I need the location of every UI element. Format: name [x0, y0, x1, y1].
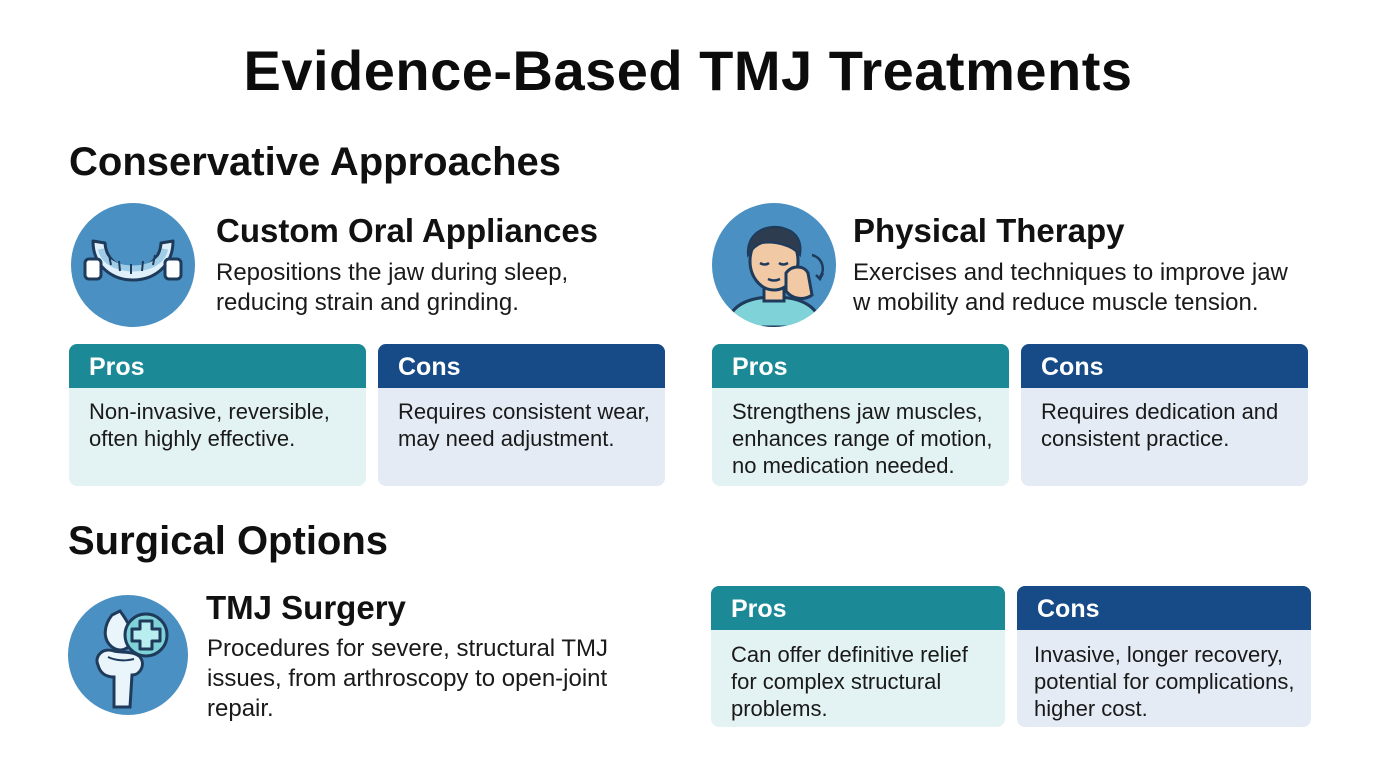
- pros-card-header: Pros: [712, 344, 1009, 388]
- cons-card-oral-appliances: Cons Requires consistent wear, may need …: [378, 344, 665, 486]
- desc-line: Procedures for severe, structural TMJ: [207, 635, 609, 662]
- treatment-name-tmj-surgery: TMJ Surgery: [206, 589, 406, 626]
- cons-card-body: Requires consistent wear, may need adjus…: [378, 388, 665, 452]
- desc-line: Repositions the jaw during sleep,: [216, 259, 569, 286]
- card-line: Invasive, longer recovery,: [1034, 642, 1284, 667]
- card-line: Requires consistent wear,: [398, 399, 650, 424]
- conservative-section-heading: Conservative Approaches: [69, 140, 562, 184]
- card-line: consistent practice.: [1041, 426, 1230, 451]
- card-line: Strengthens jaw muscles,: [732, 399, 983, 424]
- cons-card-body: Invasive, longer recovery, potential for…: [1017, 630, 1311, 722]
- treatment-desc-oral-appliances: Repositions the jaw during sleep, reduci…: [216, 258, 568, 318]
- treatment-name-oral-appliances: Custom Oral Appliances: [216, 212, 599, 249]
- desc-line: repair.: [207, 695, 274, 722]
- surgical-section-heading: Surgical Options: [68, 519, 389, 563]
- jaw-massage-person-icon: [712, 203, 836, 327]
- cons-card-physical-therapy: Cons Requires dedication and consistent …: [1021, 344, 1308, 486]
- pros-card-header: Pros: [711, 586, 1005, 630]
- card-line: higher cost.: [1034, 696, 1148, 721]
- cons-card-tmj-surgery: Cons Invasive, longer recovery, potentia…: [1017, 586, 1311, 727]
- pros-card-tmj-surgery: Pros Can offer definitive relief for com…: [711, 586, 1005, 727]
- card-line: potential for complications,: [1034, 669, 1295, 694]
- card-line: Requires dedication and: [1041, 399, 1279, 424]
- card-line: enhances range of motion,: [732, 426, 993, 451]
- desc-line: w mobility and reduce muscle tension.: [853, 289, 1259, 316]
- card-line: Can offer definitive relief: [731, 642, 968, 667]
- pros-card-body: Non-invasive, reversible, often highly e…: [69, 388, 366, 452]
- pros-card-oral-appliances: Pros Non-invasive, reversible, often hig…: [69, 344, 366, 486]
- cons-card-header: Cons: [1017, 586, 1311, 630]
- desc-line: Exercises and techniques to improve jaw: [853, 259, 1288, 286]
- desc-line: reducing strain and grinding.: [216, 289, 519, 316]
- treatment-name-physical-therapy: Physical Therapy: [853, 212, 1125, 249]
- joint-medical-cross-icon: [68, 595, 188, 715]
- card-line: may need adjustment.: [398, 426, 615, 451]
- pros-card-physical-therapy: Pros Strengthens jaw muscles, enhances r…: [712, 344, 1009, 486]
- card-line: often highly effective.: [89, 426, 296, 451]
- cons-card-body: Requires dedication and consistent pract…: [1021, 388, 1308, 452]
- oral-appliance-icon: [71, 203, 195, 327]
- cons-card-header: Cons: [1021, 344, 1308, 388]
- treatment-desc-tmj-surgery: Procedures for severe, structural TMJ is…: [207, 634, 608, 724]
- pros-card-body: Can offer definitive relief for complex …: [711, 630, 1005, 722]
- treatment-desc-physical-therapy: Exercises and techniques to improve jaw …: [853, 258, 1288, 318]
- pros-card-body: Strengthens jaw muscles, enhances range …: [712, 388, 1009, 479]
- cons-card-header: Cons: [378, 344, 665, 388]
- page-title: Evidence-Based TMJ Treatments: [243, 39, 1133, 102]
- desc-line: issues, from arthroscopy to open-joint: [207, 665, 608, 692]
- card-line: problems.: [731, 696, 828, 721]
- card-line: Non-invasive, reversible,: [89, 399, 330, 424]
- pros-card-header: Pros: [69, 344, 366, 388]
- card-line: no medication needed.: [732, 453, 955, 478]
- card-line: for complex structural: [731, 669, 942, 694]
